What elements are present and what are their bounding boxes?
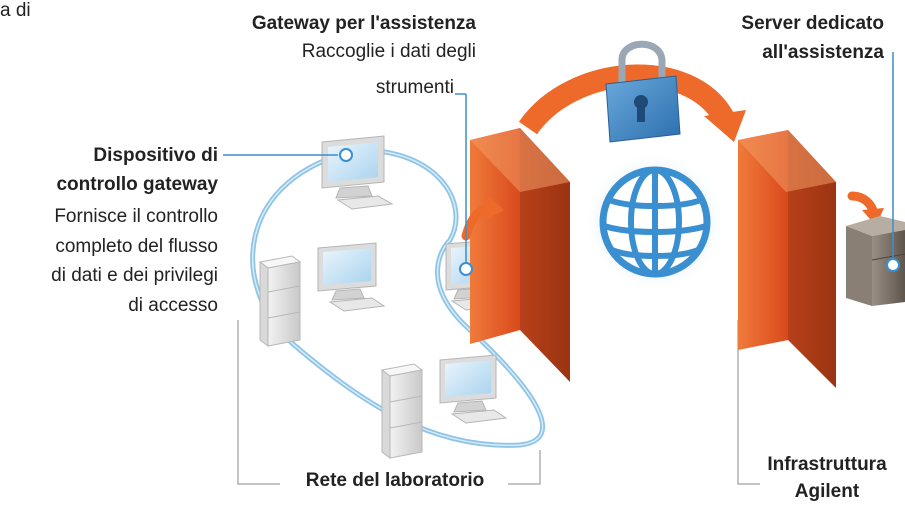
firewall-left (470, 128, 570, 382)
dispositivo-desc-line3: di dati e dei privilegi (51, 265, 218, 286)
firewall-right (738, 130, 836, 388)
callout-dispositivo (223, 148, 353, 162)
top-left-fragment: a di (0, 0, 31, 21)
lab-network-label: Rete del laboratorio (305, 470, 485, 491)
gateway-control-computer (321, 135, 394, 210)
dispositivo-desc-line1: Fornisce il controllo (54, 206, 218, 227)
dispositivo-title-line2: controllo gateway (56, 174, 218, 195)
dispositivo-desc-line2: completo del flusso (55, 236, 218, 257)
server-title-line1: Server dedicato (741, 13, 884, 34)
agilent-infrastructure-bracket (737, 320, 760, 485)
internet-globe-icon (585, 152, 725, 292)
callout-server (886, 52, 900, 272)
dispositivo-title-line1: Dispositivo di (93, 145, 218, 166)
gateway-desc-line1: Raccoglie i dati degli (301, 41, 476, 62)
lock-icon (605, 40, 681, 143)
server-inbound-arrow (847, 191, 884, 226)
lab-server-left (258, 255, 302, 347)
lab-network-bracket (237, 320, 541, 485)
secure-transfer-arrow (518, 64, 746, 142)
infrastructure-label-line2: Agilent (794, 481, 860, 502)
server-title-line2: all'assistenza (762, 42, 884, 63)
lab-computer-bottom (439, 354, 508, 424)
infrastructure-label-line1: Infrastruttura (767, 454, 887, 475)
lab-server-bottom (380, 363, 424, 459)
gateway-title: Gateway per l'assistenza (251, 13, 476, 34)
dispositivo-desc-line4: di accesso (128, 295, 218, 316)
callout-gateway (455, 93, 473, 276)
gateway-desc-line2: strumenti (375, 77, 454, 98)
gateway-upload-arrow (461, 196, 504, 241)
lab-computer-left (317, 242, 386, 312)
lab-network-ring (250, 147, 546, 448)
